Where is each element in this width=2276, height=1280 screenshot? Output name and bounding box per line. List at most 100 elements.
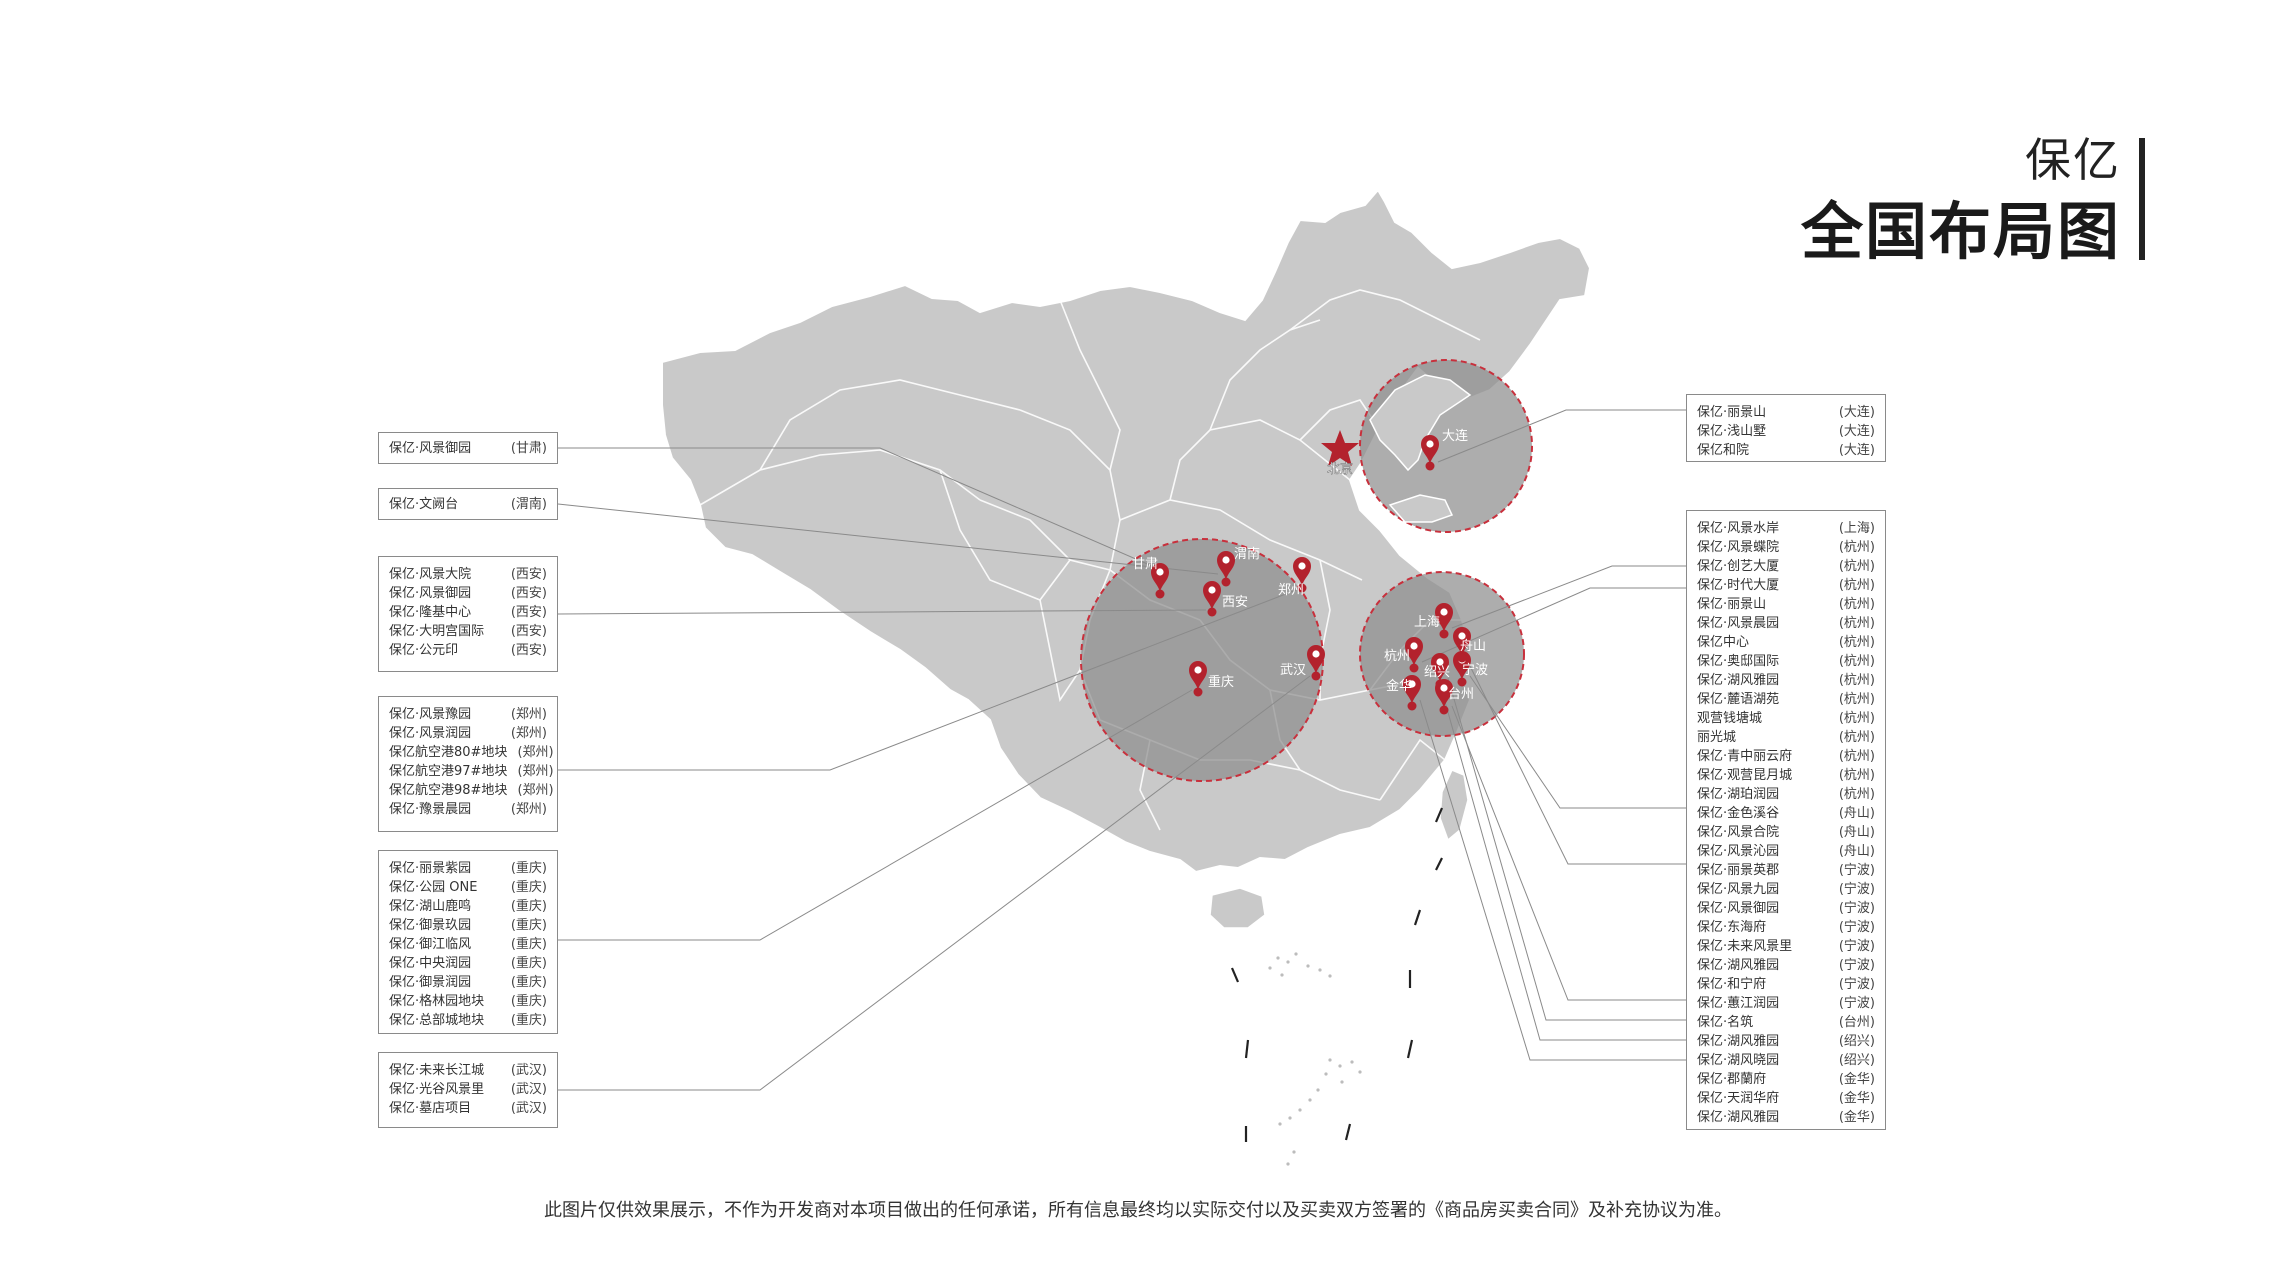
conn-gansu bbox=[558, 447, 1153, 567]
map-pin-base bbox=[1439, 629, 1449, 639]
hainan-island-shape bbox=[1209, 887, 1266, 929]
project-row: 保亿·丽景英郡(宁波) bbox=[1697, 861, 1875, 880]
project-row: 保亿·名筑(台州) bbox=[1697, 1013, 1875, 1032]
project-name: 保亿航空港97#地块 bbox=[389, 764, 508, 779]
pin-taizhou: 台州 bbox=[1435, 679, 1474, 715]
project-name: 保亿·时代大厦 bbox=[1697, 578, 1780, 593]
project-row: 保亿·未来长江城(武汉) bbox=[389, 1061, 547, 1080]
project-name: 保亿·御景玖园 bbox=[389, 918, 472, 933]
project-row: 保亿·风景水岸(上海) bbox=[1697, 519, 1875, 538]
project-name: 保亿·丽景英郡 bbox=[1697, 863, 1780, 878]
city-label-gansu: 甘肃 bbox=[1132, 557, 1158, 572]
project-city: (重庆) bbox=[510, 1013, 547, 1028]
project-city: (重庆) bbox=[510, 880, 547, 895]
project-name: 保亿·未来长江城 bbox=[389, 1063, 485, 1078]
project-row: 保亿·丽景山 (杭州) bbox=[1697, 595, 1875, 614]
project-name: 保亿·湖风雅园 bbox=[1697, 1034, 1780, 1049]
map-pin-base bbox=[1207, 607, 1217, 617]
project-name: 保亿·丽景山 bbox=[1697, 405, 1767, 420]
project-name: 保亿·中央润园 bbox=[389, 956, 472, 971]
map-pin-hole bbox=[1410, 642, 1418, 650]
project-city: (郑州) bbox=[510, 726, 547, 741]
map-pin-icon bbox=[1307, 645, 1325, 674]
project-city: (郑州) bbox=[517, 783, 554, 798]
project-name: 保亿·风景豫园 bbox=[389, 707, 472, 722]
project-name: 保亿航空港98#地块 bbox=[389, 783, 508, 798]
city-label-dalian: 大连 bbox=[1442, 428, 1468, 444]
project-name: 保亿·丽景山 bbox=[1697, 597, 1767, 612]
project-row: 保亿·蕙江润园(宁波) bbox=[1697, 994, 1875, 1013]
conn-chongqing bbox=[558, 689, 1193, 941]
map-pin-hole bbox=[1408, 680, 1416, 688]
project-city: (杭州) bbox=[1838, 578, 1875, 593]
project-city: (郑州) bbox=[510, 802, 547, 817]
map-pin-icon bbox=[1189, 661, 1207, 690]
map-pin-icon bbox=[1453, 651, 1471, 680]
conn-east-3 bbox=[1469, 675, 1686, 809]
project-city: (郑州) bbox=[510, 707, 547, 722]
project-city: (重庆) bbox=[510, 975, 547, 990]
map-pin-hole bbox=[1436, 658, 1444, 666]
project-row: 保亿·湖珀润园(杭州) bbox=[1697, 785, 1875, 804]
conn-east-8 bbox=[1419, 699, 1686, 1061]
city-label-xian: 西安 bbox=[1222, 595, 1248, 610]
conn-east-5 bbox=[1451, 705, 1686, 1001]
project-row: 保亿·隆基中心(西安) bbox=[389, 603, 547, 622]
project-row: 保亿·金色溪谷(舟山) bbox=[1697, 804, 1875, 823]
project-name: 保亿·湖风雅园 bbox=[1697, 958, 1780, 973]
project-name: 保亿·总部城地块 bbox=[389, 1013, 485, 1028]
project-row: 保亿·风景晨园 (杭州) bbox=[1697, 614, 1875, 633]
project-row: 保亿·湖风雅园(金华) bbox=[1697, 1108, 1875, 1127]
project-city: (甘肃) bbox=[510, 441, 547, 456]
project-row: 保亿·天润华府(金华) bbox=[1697, 1089, 1875, 1108]
map-pin-base bbox=[1439, 705, 1449, 715]
map-pin-hole bbox=[1222, 556, 1230, 564]
map-pin-icon bbox=[1431, 653, 1449, 682]
project-city: (金华) bbox=[1838, 1110, 1875, 1125]
project-city: (杭州) bbox=[1838, 730, 1875, 745]
map-pin-icon bbox=[1405, 637, 1423, 666]
project-name: 保亿·奥邸国际 bbox=[1697, 654, 1780, 669]
project-row: 保亿航空港80#地块(郑州) bbox=[389, 743, 554, 762]
project-city: (渭南) bbox=[510, 497, 547, 512]
city-label-chongqing: 重庆 bbox=[1208, 674, 1234, 690]
pin-hangzhou: 杭州 bbox=[1384, 637, 1423, 673]
project-name: 保亿·郡蘭府 bbox=[1697, 1072, 1767, 1087]
project-city: (重庆) bbox=[510, 899, 547, 914]
project-city: (杭州) bbox=[1838, 616, 1875, 631]
project-box-wuhan: 保亿·未来长江城(武汉)保亿·光谷风景里(武汉)保亿·墓店项目(武汉) bbox=[378, 1052, 558, 1128]
project-row: 保亿·风景合院(舟山) bbox=[1697, 823, 1875, 842]
project-row: 保亿·创艺大厦(杭州) bbox=[1697, 557, 1875, 576]
project-name: 保亿·东海府 bbox=[1697, 920, 1767, 935]
map-pin-hole bbox=[1298, 562, 1306, 570]
project-row: 保亿·奥邸国际(杭州) bbox=[1697, 652, 1875, 671]
project-row: 保亿·湖山鹿鸣(重庆) bbox=[389, 897, 547, 916]
project-name: 丽光城 bbox=[1697, 730, 1737, 745]
project-row: 保亿·中央润园(重庆) bbox=[389, 954, 547, 973]
project-city: (西安) bbox=[510, 567, 547, 582]
project-city: (杭州) bbox=[1838, 635, 1875, 650]
project-row: 保亿·总部城地块 (重庆) bbox=[389, 1011, 547, 1030]
project-row: 保亿·湖风雅园(杭州) bbox=[1697, 671, 1875, 690]
pin-weinan: 渭南 bbox=[1217, 546, 1260, 587]
project-row: 保亿·格林园地块(重庆) bbox=[389, 992, 547, 1011]
project-city: (宁波) bbox=[1838, 882, 1875, 897]
project-city: (杭州) bbox=[1838, 597, 1875, 612]
project-city: (西安) bbox=[510, 624, 547, 639]
project-name: 保亿·公元印 bbox=[389, 643, 459, 658]
pin-xian: 西安 bbox=[1203, 581, 1248, 617]
project-row: 丽光城 (杭州) bbox=[1697, 728, 1875, 747]
project-city: (武汉) bbox=[510, 1082, 547, 1097]
project-city: (大连) bbox=[1838, 424, 1875, 439]
map-pin-icon bbox=[1203, 581, 1221, 610]
connector-lines bbox=[557, 409, 1686, 1091]
pin-wuhan: 武汉 bbox=[1280, 645, 1325, 681]
project-row: 保亿·东海府(宁波) bbox=[1697, 918, 1875, 937]
project-name: 保亿·风景晨园 bbox=[1697, 616, 1780, 631]
project-row: 保亿·御景润园(重庆) bbox=[389, 973, 547, 992]
project-city: (西安) bbox=[510, 605, 547, 620]
conn-east-2 bbox=[1421, 587, 1686, 663]
project-city: (西安) bbox=[510, 586, 547, 601]
pin-chongqing: 重庆 bbox=[1189, 661, 1234, 697]
conn-dalian bbox=[1437, 409, 1686, 463]
